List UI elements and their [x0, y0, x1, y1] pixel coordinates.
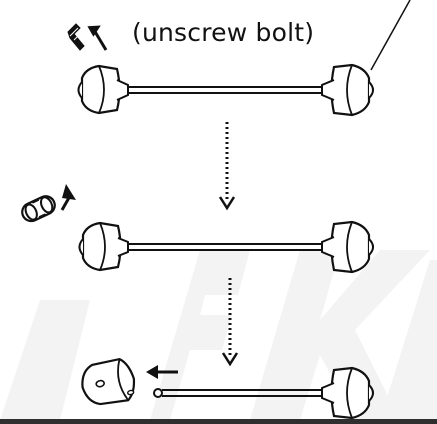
bolt-icon: [67, 23, 85, 51]
handlebar: [128, 86, 322, 94]
right-bar-end-weight: [321, 63, 374, 117]
step-caption: (unscrew bolt): [132, 18, 315, 47]
leader-line: [370, 0, 411, 71]
arrow-up-icon: [87, 25, 108, 51]
step-2-spacer-removed: [21, 184, 374, 274]
step-3-weight-removed: [81, 357, 374, 420]
arrow-down-icon: [218, 122, 236, 211]
arrow-left-icon: [146, 365, 178, 379]
bottom-divider: [0, 419, 437, 424]
arrow-up-icon: [60, 184, 76, 211]
right-bar-end-weight: [321, 366, 374, 420]
arrow-down-icon: [221, 278, 239, 367]
spacer-icon: [21, 195, 56, 223]
step-1-assembled-bar: [67, 23, 374, 117]
handlebar: [128, 243, 322, 251]
right-bar-end-weight: [321, 220, 374, 274]
handlebar: [153, 388, 322, 398]
bar-end-weight-icon: [81, 357, 136, 406]
left-bar-end-weight: [78, 221, 129, 272]
left-bar-end-weight: [77, 64, 129, 115]
